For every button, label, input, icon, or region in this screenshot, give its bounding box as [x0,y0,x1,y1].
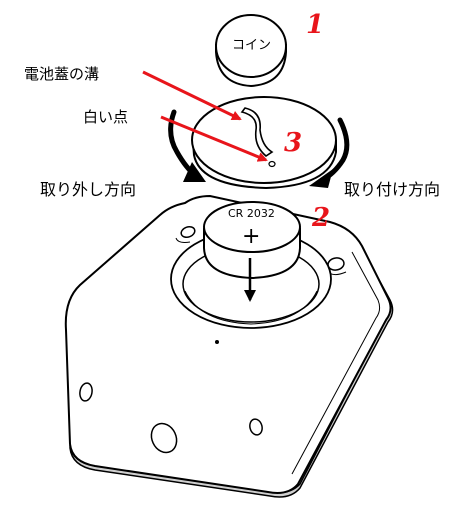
battery-model-label: CR 2032 [228,207,275,220]
step-number-3: 3 [284,128,303,158]
white-dot-label: 白い点 [83,108,129,126]
battery-cover [191,96,337,190]
coin-cell-battery [203,201,301,280]
coin-label: コイン [232,38,272,53]
remove-rotation-arrow [168,109,206,182]
groove-pointer-arrow [142,70,242,121]
screw-hole-top-left [175,225,196,243]
step-number-2: 2 [312,203,331,233]
white-dot-pointer-arrow [160,115,268,162]
large-hole-bottom [150,422,178,454]
screw-hole-left [79,382,93,402]
attach-direction-label: 取り付け方向 [344,180,441,199]
attach-rotation-arrow [309,117,350,188]
screw-hole-bottom-right [249,418,263,436]
battery-polarity-label: + [242,224,261,249]
remove-direction-label: 取り外し方向 [40,180,137,199]
step-number-1: 1 [306,10,325,40]
small-dot [215,340,219,344]
groove-label: 電池蓋の溝 [24,65,100,83]
cover-white-dot [268,160,276,168]
coin [215,14,287,88]
